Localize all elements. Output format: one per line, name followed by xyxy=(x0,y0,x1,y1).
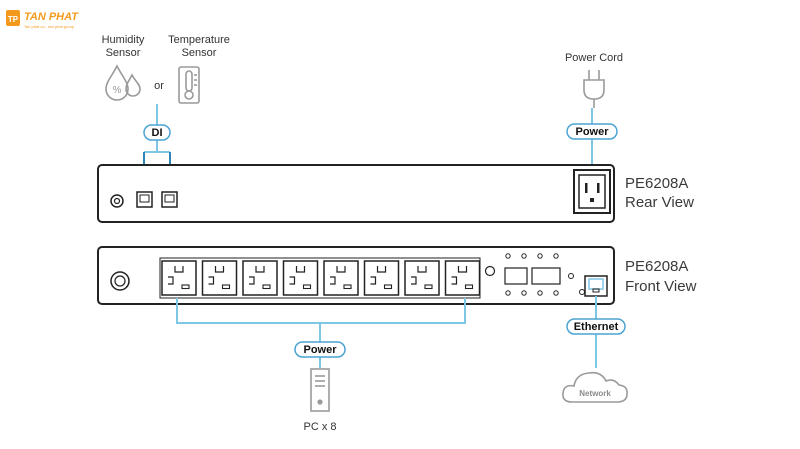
humidity-label-line1: Humidity xyxy=(102,34,145,46)
front-view-label: Front View xyxy=(625,278,697,295)
status-led-3 xyxy=(537,253,543,259)
power-front-pill: Power xyxy=(294,341,346,358)
di-port-2 xyxy=(161,191,178,208)
pc-count-label: PC x 8 xyxy=(303,421,336,433)
outlet-6 xyxy=(363,260,400,296)
logo-mark-icon xyxy=(6,10,20,26)
display-small xyxy=(504,267,528,285)
logo-mark-text: TP xyxy=(8,15,19,24)
display-large xyxy=(531,267,561,285)
logo-tagline: Tan phat co - tan phat group xyxy=(24,24,75,29)
logo-brand: TAN PHAT xyxy=(24,11,79,23)
power-button-icon xyxy=(110,271,130,291)
status-led-8 xyxy=(553,290,559,296)
outlet-group xyxy=(161,260,481,296)
ethernet-pill: Ethernet xyxy=(566,318,626,335)
front-model-label: PE6208A xyxy=(625,258,688,275)
outlet-5 xyxy=(323,260,359,296)
outlet-8 xyxy=(444,260,481,296)
status-led-5 xyxy=(505,290,511,296)
or-label: or xyxy=(154,80,164,92)
outlet-2 xyxy=(201,260,238,296)
power-front-label: Power xyxy=(303,344,337,356)
power-inlet-icon xyxy=(573,169,611,214)
status-led-1 xyxy=(505,253,511,259)
rear-view-label: Rear View xyxy=(625,194,694,211)
di-connector-lines xyxy=(144,104,170,153)
temperature-label-line2: Sensor xyxy=(182,47,217,59)
front-power-lines xyxy=(176,298,466,368)
ethernet-port-icon xyxy=(584,275,608,297)
temperature-sensor-icon xyxy=(178,66,200,104)
power-plug-icon xyxy=(583,70,605,108)
rear-model-label: PE6208A xyxy=(625,175,688,192)
temperature-label-line1: Temperature xyxy=(168,34,230,46)
humidity-sensor-icon: % xyxy=(105,64,141,101)
outlet-1 xyxy=(161,260,197,296)
indicator-led xyxy=(568,273,574,279)
network-label: Network xyxy=(579,389,611,398)
status-led-2 xyxy=(521,253,527,259)
ethernet-label: Ethernet xyxy=(574,321,619,333)
reset-button-icon xyxy=(484,265,496,277)
di-port-1 xyxy=(136,191,153,208)
outlet-4 xyxy=(282,260,319,296)
svg-text:%: % xyxy=(113,85,122,96)
power-rear-label: Power xyxy=(575,126,609,138)
rear-view-device xyxy=(97,164,615,223)
di-label: DI xyxy=(152,127,163,139)
status-led-7 xyxy=(537,290,543,296)
di-pill: DI xyxy=(143,124,171,141)
humidity-label-line2: Sensor xyxy=(106,47,141,59)
power-rear-pill: Power xyxy=(566,123,618,140)
ground-screw-icon xyxy=(110,194,124,208)
power-cord-label: Power Cord xyxy=(565,52,623,64)
status-led-group xyxy=(505,253,559,296)
outlet-7 xyxy=(404,260,440,296)
outlet-3 xyxy=(242,260,278,296)
front-view-device xyxy=(97,246,615,305)
pc-tower-icon xyxy=(310,368,330,412)
status-led-4 xyxy=(553,253,559,259)
tanphat-logo: TP TAN PHAT Tan phat co - tan phat group xyxy=(6,10,79,29)
status-led-6 xyxy=(521,290,527,296)
network-cloud-icon: Network xyxy=(562,371,628,403)
